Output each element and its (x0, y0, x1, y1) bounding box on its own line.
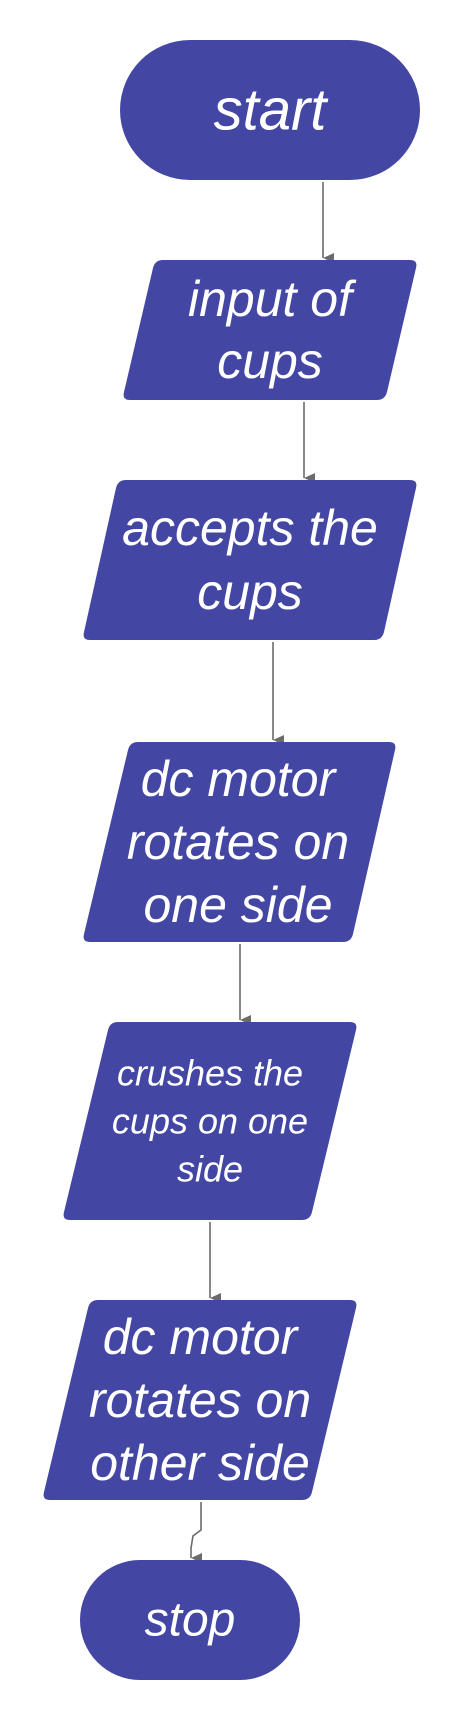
node-label-accepts-the-cups-line-1: accepts the (122, 500, 378, 556)
node-label-accepts-the-cups-line-2: cups (197, 564, 303, 620)
node-label-dc-motor-rotates-one-side-line-3: one side (143, 877, 332, 933)
node-label-crushes-the-cups-line-1: crushes the (117, 1053, 303, 1094)
node-start: start (120, 40, 420, 180)
node-label-input-of-cups-line-1: input of (188, 271, 357, 327)
node-label-start-line-1: start (214, 78, 330, 143)
node-dc-motor-rotates-one-side: dc motor rotates on one side (83, 742, 396, 942)
node-label-stop-line-1: stop (145, 1594, 236, 1647)
node-label-crushes-the-cups-line-3: side (177, 1149, 243, 1190)
nodes: start input of cups accepts the cups dc motor… (43, 40, 420, 1680)
node-crushes-the-cups: crushes the cups on one side (63, 1022, 357, 1220)
node-label-dc-motor-rotates-other-side-line-2: rotates on (89, 1372, 311, 1428)
process-shape-accepts-the-cups (83, 480, 417, 640)
connectors (190, 182, 334, 1563)
process-shape-dc-motor-rotates-one-side (83, 742, 396, 942)
node-label-input-of-cups-line-2: cups (217, 333, 323, 389)
process-shape-dc-motor-rotates-other-side (43, 1300, 357, 1500)
node-dc-motor-rotates-other-side: dc motor rotates on other side (43, 1300, 357, 1500)
node-label-dc-motor-rotates-other-side-line-1: dc motor (103, 1309, 300, 1365)
terminator-shape-stop (80, 1560, 300, 1680)
node-accepts-the-cups: accepts the cups (83, 480, 417, 640)
node-label-dc-motor-rotates-one-side-line-2: rotates on (127, 814, 349, 870)
terminator-shape-start (120, 40, 420, 180)
process-shape-input-of-cups (123, 260, 417, 400)
node-stop: stop (80, 1560, 300, 1680)
node-label-crushes-the-cups-line-2: cups on one (112, 1101, 308, 1142)
node-label-dc-motor-rotates-other-side-line-3: other side (90, 1435, 310, 1491)
process-shape-crushes-the-cups (63, 1022, 357, 1220)
connector-arrow-dc-motor-rotates-other-side-to-stop (190, 1502, 202, 1563)
node-label-dc-motor-rotates-one-side-line-1: dc motor (141, 751, 338, 807)
node-input-of-cups: input of cups (123, 260, 417, 400)
